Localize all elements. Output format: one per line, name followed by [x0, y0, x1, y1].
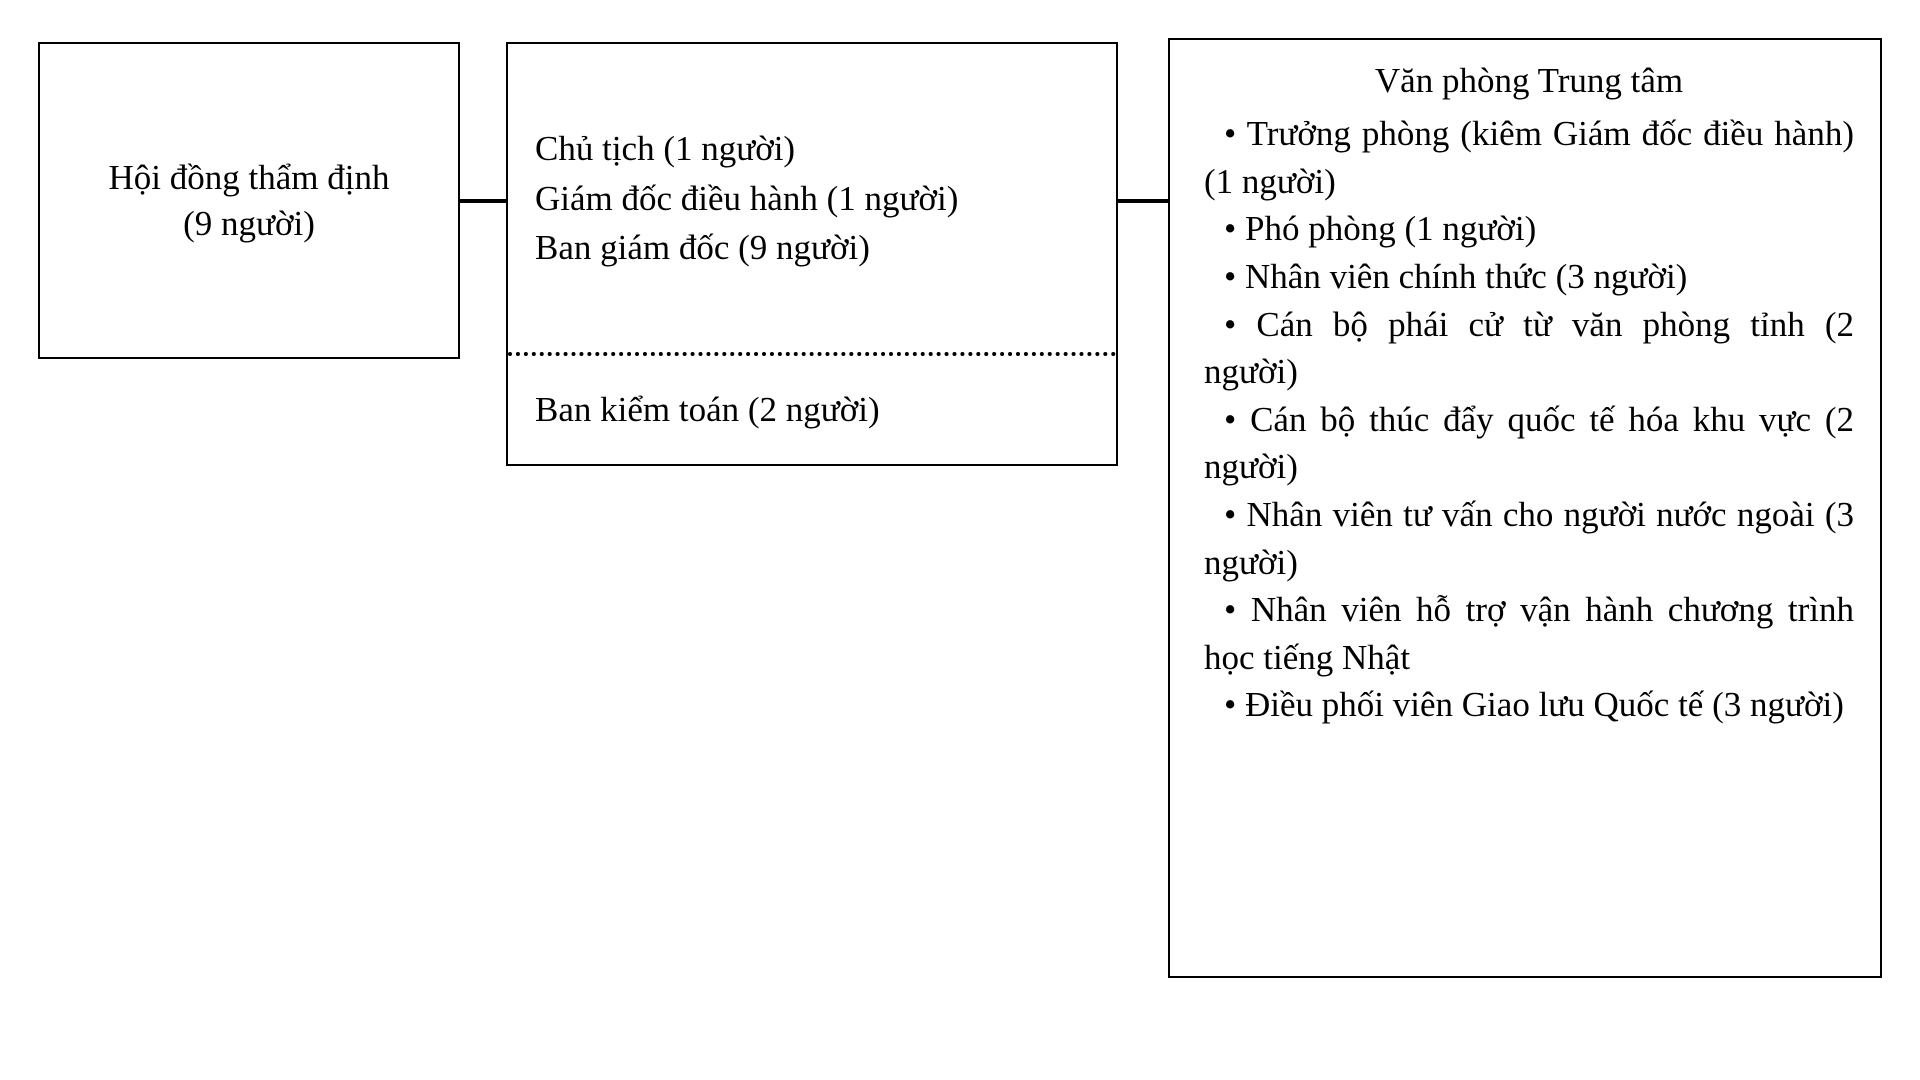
council-title: Hội đồng thẩm định: [108, 158, 390, 197]
office-item-label: Điều phối viên Giao lưu Quốc tế (3 người…: [1245, 685, 1844, 725]
board-upper-section: Chủ tịch (1 người) Giám đốc điều hành (1…: [508, 44, 1116, 353]
office-box: Văn phòng Trung tâm • Trưởng phòng (kiêm…: [1168, 38, 1882, 978]
connector-council-to-board: [458, 199, 508, 203]
board-box: Chủ tịch (1 người) Giám đốc điều hành (1…: [506, 42, 1118, 466]
office-item-exchange-coordinator: • Điều phối viên Giao lưu Quốc tế (3 ngư…: [1204, 681, 1854, 729]
council-box: Hội đồng thẩm định (9 người): [38, 42, 460, 359]
office-item-internationalization-officer: • Cán bộ thúc đẩy quốc tế hóa khu vực (2…: [1204, 396, 1854, 491]
office-title: Văn phòng Trung tâm: [1374, 61, 1684, 100]
board-line-board-of-directors: Ban giám đốc (9 người): [535, 228, 870, 268]
office-item-label: Cán bộ phái cử từ văn phòng tỉnh (2 ngườ…: [1204, 304, 1854, 392]
bullet-icon: •: [1224, 399, 1237, 439]
office-item-label: Cán bộ thúc đẩy quốc tế hóa khu vực (2 n…: [1204, 399, 1854, 487]
bullet-icon: •: [1224, 114, 1237, 154]
council-text-block: Hội đồng thẩm định (9 người): [109, 155, 390, 246]
board-line-executive-director: Giám đốc điều hành (1 người): [535, 178, 959, 218]
office-item-head: • Trưởng phòng (kiêm Giám đốc điều hành)…: [1204, 110, 1854, 205]
office-item-foreigner-consultant: • Nhân viên tư vấn cho người nước ngoài …: [1204, 491, 1854, 586]
office-item-label: Trưởng phòng (kiêm Giám đốc điều hành) (…: [1204, 114, 1854, 201]
bullet-icon: •: [1224, 685, 1237, 725]
connector-board-to-office: [1116, 199, 1170, 203]
office-item-label: Phó phòng (1 người): [1245, 209, 1537, 249]
board-line-chairman: Chủ tịch (1 người): [535, 128, 796, 168]
office-item-regular-staff: • Nhân viên chính thức (3 người): [1204, 253, 1854, 301]
office-item-label: Nhân viên hỗ trợ vận hành chương trình h…: [1204, 590, 1854, 677]
board-lower-section: Ban kiểm toán (2 người): [508, 356, 1116, 464]
office-item-seconded-staff: • Cán bộ phái cử từ văn phòng tỉnh (2 ng…: [1204, 301, 1854, 396]
bullet-icon: •: [1224, 590, 1237, 630]
bullet-icon: •: [1224, 494, 1237, 534]
bullet-icon: •: [1224, 209, 1237, 249]
office-item-label: Nhân viên chính thức (3 người): [1245, 256, 1688, 296]
office-item-deputy-head: • Phó phòng (1 người): [1204, 205, 1854, 253]
bullet-icon: •: [1224, 256, 1237, 296]
office-item-label: Nhân viên tư vấn cho người nước ngoài (3…: [1204, 494, 1855, 582]
board-dotted-divider: [508, 352, 1116, 356]
office-item-japanese-program-support: • Nhân viên hỗ trợ vận hành chương trình…: [1204, 586, 1854, 681]
council-count: (9 người): [183, 203, 315, 243]
board-line-audit: Ban kiểm toán (2 người): [535, 390, 880, 430]
bullet-icon: •: [1224, 304, 1237, 344]
